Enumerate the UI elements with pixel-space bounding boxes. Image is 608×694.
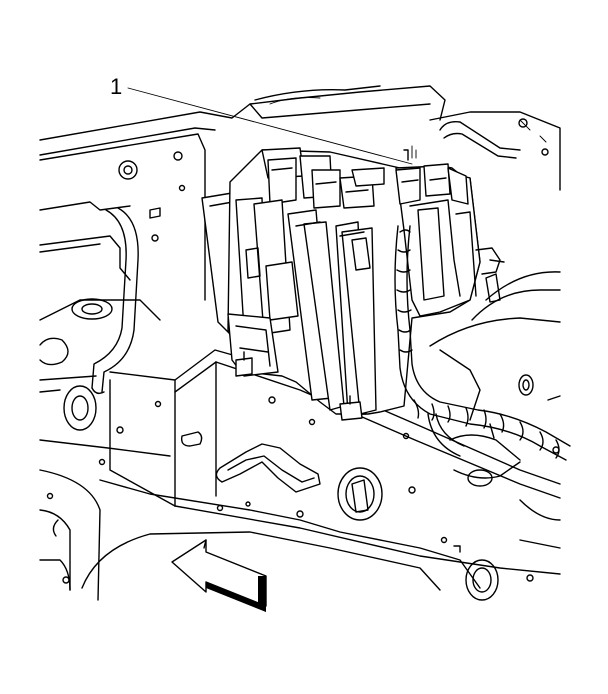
- wiring-harness: [394, 225, 571, 461]
- cowl-panel: [39, 85, 561, 191]
- right-wheelhouse: [429, 271, 561, 601]
- callout-1: 1: [110, 74, 413, 165]
- lower-bumper: [39, 469, 481, 601]
- direction-arrow-icon: [171, 539, 267, 612]
- callout-leader-line: [127, 87, 413, 165]
- callout-label-1: 1: [110, 74, 122, 99]
- fuse-relay-block-bracket: [201, 145, 505, 421]
- left-apron: [39, 133, 206, 457]
